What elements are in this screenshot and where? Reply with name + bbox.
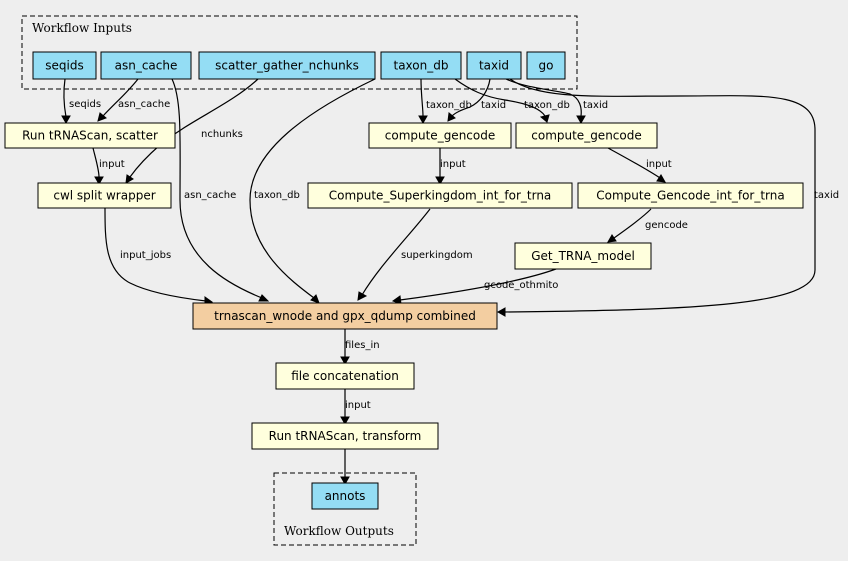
node-asn-cache[interactable]: asn_cache	[100, 51, 192, 80]
edge-taxid-gencode2: taxid	[505, 78, 608, 125]
node-file-concatenation-label: file concatenation	[291, 369, 399, 383]
node-run-trnascan-transform[interactable]: Run tRNAScan, transform	[251, 422, 439, 450]
edge-files-in: files_in	[340, 329, 380, 366]
node-taxon-db-label: taxon_db	[394, 59, 449, 73]
edge-transform-annots	[340, 449, 350, 486]
edge-input-concat-transform: input	[340, 389, 371, 426]
edge-label-input-gencode1-superkingdom: input	[440, 159, 466, 170]
edge-input-gencode2-gencodeint: input	[607, 147, 672, 183]
edge-asn-cache-scatter: asn_cache	[97, 78, 170, 122]
edge-taxon-db-combined: taxon_db	[249, 78, 376, 304]
node-asn-cache-label: asn_cache	[115, 59, 178, 73]
edge-label-gcode-othmito: gcode_othmito	[484, 280, 558, 291]
edge-label-input-jobs: input_jobs	[120, 250, 171, 261]
node-scatter-gather-nchunks[interactable]: scatter_gather_nchunks	[198, 51, 376, 80]
node-cwl-split-wrapper[interactable]: cwl split wrapper	[37, 182, 172, 209]
node-cwl-split-wrapper-label: cwl split wrapper	[53, 189, 155, 203]
workflow-outputs-cluster: Workflow Outputs	[273, 472, 417, 546]
edge-label-input-scatter-split: input	[99, 159, 125, 170]
edge-taxon-db-gencode2: taxon_db	[454, 78, 570, 123]
node-seqids-label: seqids	[45, 59, 83, 73]
node-compute-gencode-2-label: compute_gencode	[531, 129, 641, 143]
node-compute-gencode-1-label: compute_gencode	[385, 129, 495, 143]
node-annots-label: annots	[325, 489, 366, 503]
edge-label-asn-cache-combined: asn_cache	[184, 190, 236, 201]
edge-taxon-db-gencode1: taxon_db	[418, 78, 472, 125]
edge-label-gencode: gencode	[645, 220, 688, 231]
node-get-trna-model-label: Get_TRNA_model	[531, 249, 635, 263]
node-compute-superkingdom-label: Compute_Superkingdom_int_for_trna	[329, 189, 552, 203]
edge-input-jobs: input_jobs	[104, 206, 214, 306]
workflow-inputs-cluster: Workflow Inputs	[21, 15, 578, 90]
node-scatter-gather-nchunks-label: scatter_gather_nchunks	[215, 59, 359, 73]
node-run-trnascan-transform-label: Run tRNAScan, transform	[269, 429, 422, 443]
node-trnascan-combined[interactable]: trnascan_wnode and gpx_qdump combined	[192, 302, 498, 330]
edge-label-input-gencode2-gencodeint: input	[646, 159, 672, 170]
edge-gcode-othmito: gcode_othmito	[391, 268, 558, 305]
node-taxid[interactable]: taxid	[466, 51, 522, 80]
edge-label-taxid-gencode1: taxid	[481, 100, 506, 111]
edge-label-taxid-combined: taxid	[814, 190, 839, 201]
workflow-outputs-label: Workflow Outputs	[284, 524, 394, 538]
node-seqids[interactable]: seqids	[32, 51, 97, 80]
edge-taxid-combined: taxid	[496, 78, 839, 317]
node-taxon-db[interactable]: taxon_db	[380, 51, 462, 80]
node-get-trna-model[interactable]: Get_TRNA_model	[514, 242, 652, 270]
edge-label-nchunks: nchunks	[201, 129, 243, 140]
edge-label-taxon-db-gencode2: taxon_db	[524, 100, 570, 111]
edge-input-scatter-split: input	[92, 147, 125, 186]
node-go-label: go	[539, 59, 554, 73]
edges: seqids asn_cache nchunks input asn_cache	[61, 78, 839, 486]
edge-label-taxon-db-combined: taxon_db	[254, 190, 300, 201]
node-run-trnascan-scatter-label: Run tRNAScan, scatter	[22, 129, 158, 143]
edge-seqids: seqids	[61, 78, 101, 125]
edge-label-input-concat-transform: input	[345, 400, 371, 411]
node-compute-gencode-2[interactable]: compute_gencode	[515, 122, 658, 149]
edge-label-asn-cache-scatter: asn_cache	[118, 99, 170, 110]
edge-taxid-gencode1: taxid	[447, 78, 506, 122]
node-compute-superkingdom[interactable]: Compute_Superkingdom_int_for_trna	[307, 182, 573, 209]
edge-input-gencode1-superkingdom: input	[435, 148, 466, 186]
edge-label-files-in: files_in	[345, 340, 380, 351]
edge-label-superkingdom: superkingdom	[401, 250, 473, 261]
node-taxid-label: taxid	[479, 59, 509, 73]
node-compute-gencode-1[interactable]: compute_gencode	[368, 122, 512, 149]
node-file-concatenation[interactable]: file concatenation	[275, 362, 415, 390]
edge-asn-cache-combined: asn_cache	[171, 78, 270, 302]
edge-label-seqids: seqids	[69, 99, 101, 110]
node-trnascan-combined-label: trnascan_wnode and gpx_qdump combined	[214, 309, 476, 323]
node-run-trnascan-scatter[interactable]: Run tRNAScan, scatter	[4, 122, 176, 149]
workflow-inputs-label: Workflow Inputs	[32, 21, 132, 35]
nodes: seqids asn_cache scatter_gather_nchunks …	[4, 51, 804, 510]
edge-superkingdom: superkingdom	[357, 208, 473, 301]
node-go[interactable]: go	[526, 51, 566, 80]
node-compute-gencode-int-label: Compute_Gencode_int_for_trna	[596, 189, 784, 203]
edge-label-taxid-gencode2: taxid	[583, 100, 608, 111]
edge-label-taxon-db-gencode1: taxon_db	[426, 100, 472, 111]
edge-gencode: gencode	[607, 208, 688, 243]
node-compute-gencode-int[interactable]: Compute_Gencode_int_for_trna	[577, 182, 804, 209]
node-annots[interactable]: annots	[311, 482, 379, 510]
